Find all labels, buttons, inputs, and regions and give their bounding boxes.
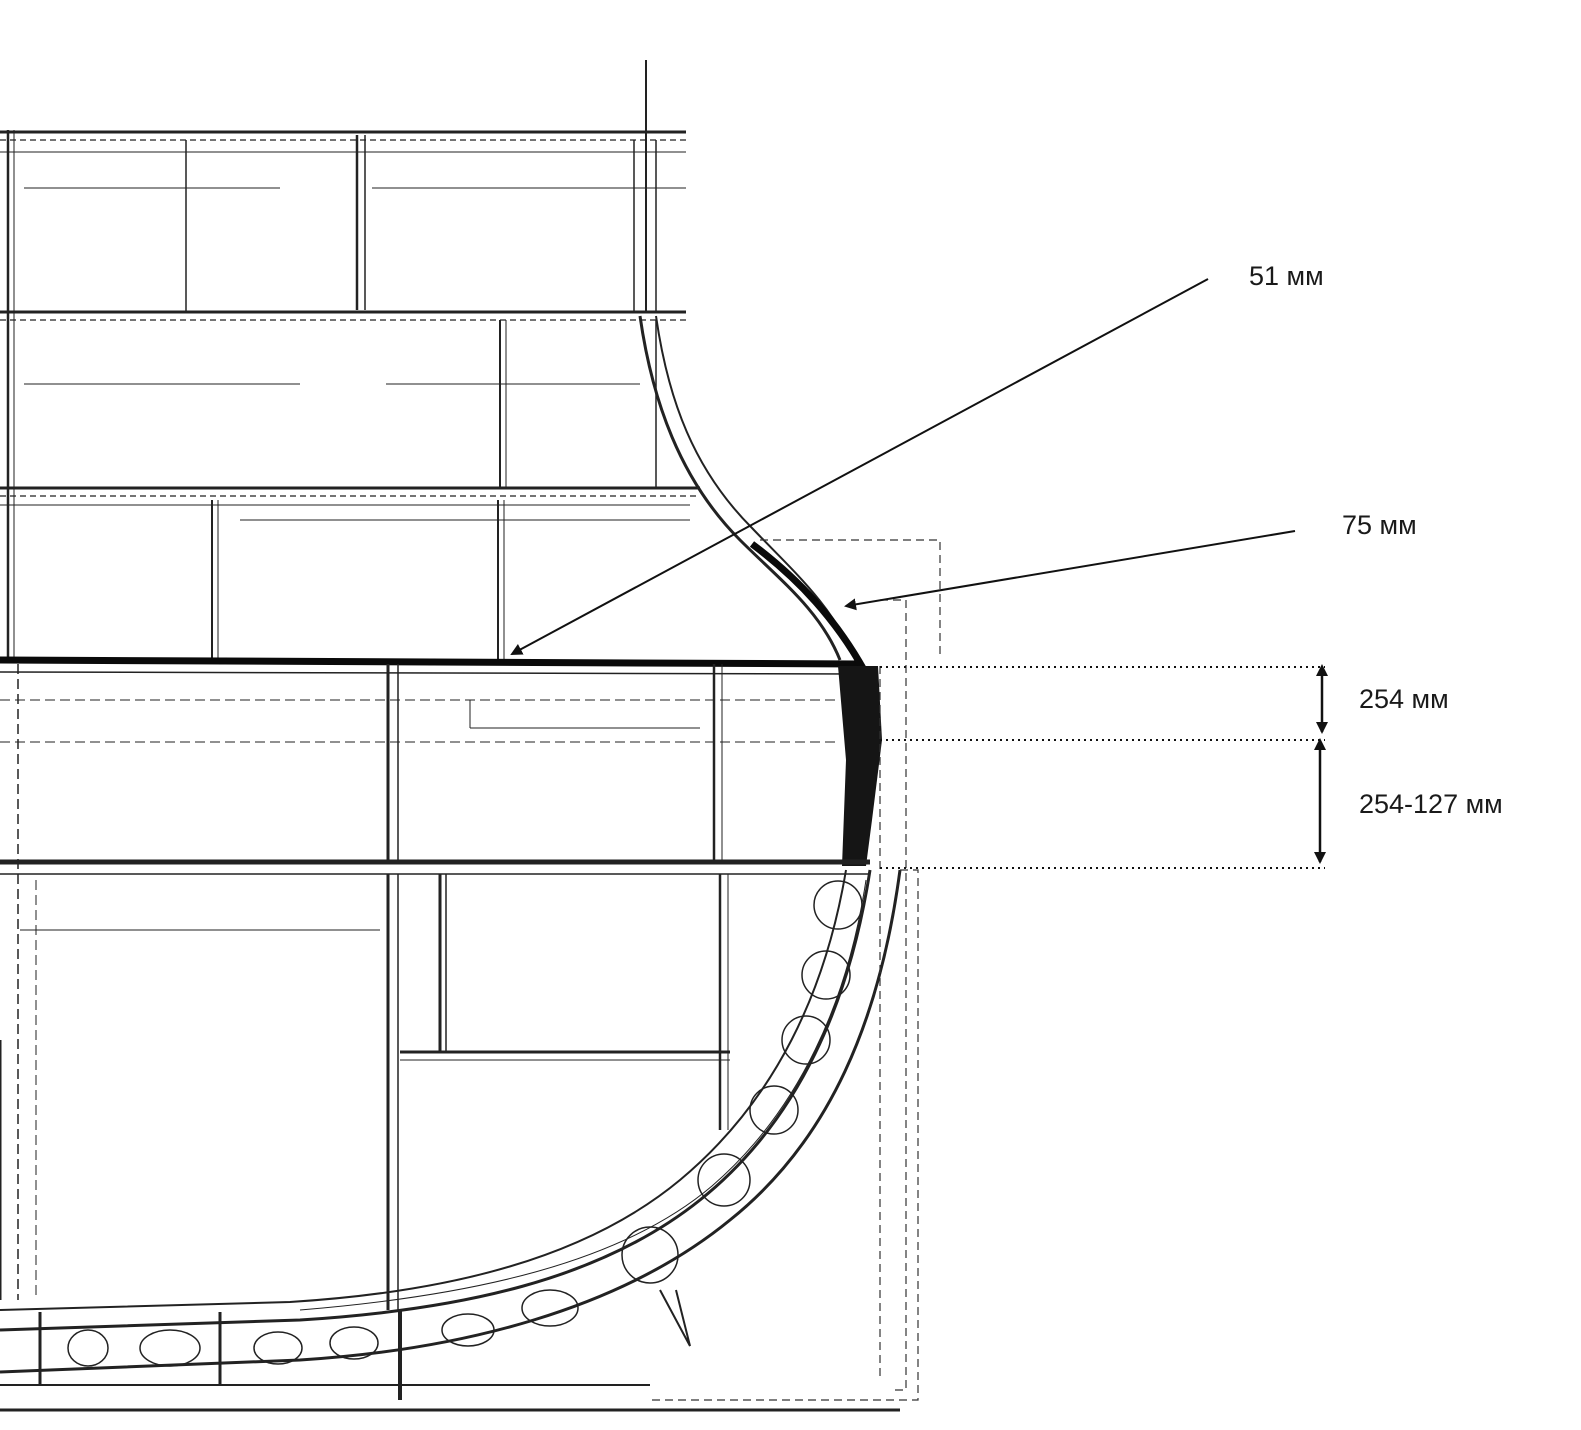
armor-bevel <box>749 541 868 672</box>
deck-armor-callout: 51 мм <box>510 261 1324 655</box>
armor-belt <box>838 666 882 866</box>
dashed-outline-frame <box>650 539 941 1401</box>
belt-upper-label: 254 мм <box>1359 684 1449 714</box>
lower-deck-structure <box>0 664 870 1310</box>
belt-lower-label: 254-127 мм <box>1359 789 1503 819</box>
deck-armor-label: 51 мм <box>1249 261 1324 291</box>
armor-deck <box>0 656 861 675</box>
bevel-armor-label: 75 мм <box>1342 510 1417 540</box>
bevel-armor-callout: 75 мм <box>844 510 1417 611</box>
belt-dimension-guides <box>880 666 1325 869</box>
double-bottom-hull <box>0 869 902 1412</box>
bevel-armor-leader-line <box>844 530 1296 611</box>
upper-deck-structure <box>0 60 700 660</box>
deck-armor-leader-line <box>510 278 1209 655</box>
